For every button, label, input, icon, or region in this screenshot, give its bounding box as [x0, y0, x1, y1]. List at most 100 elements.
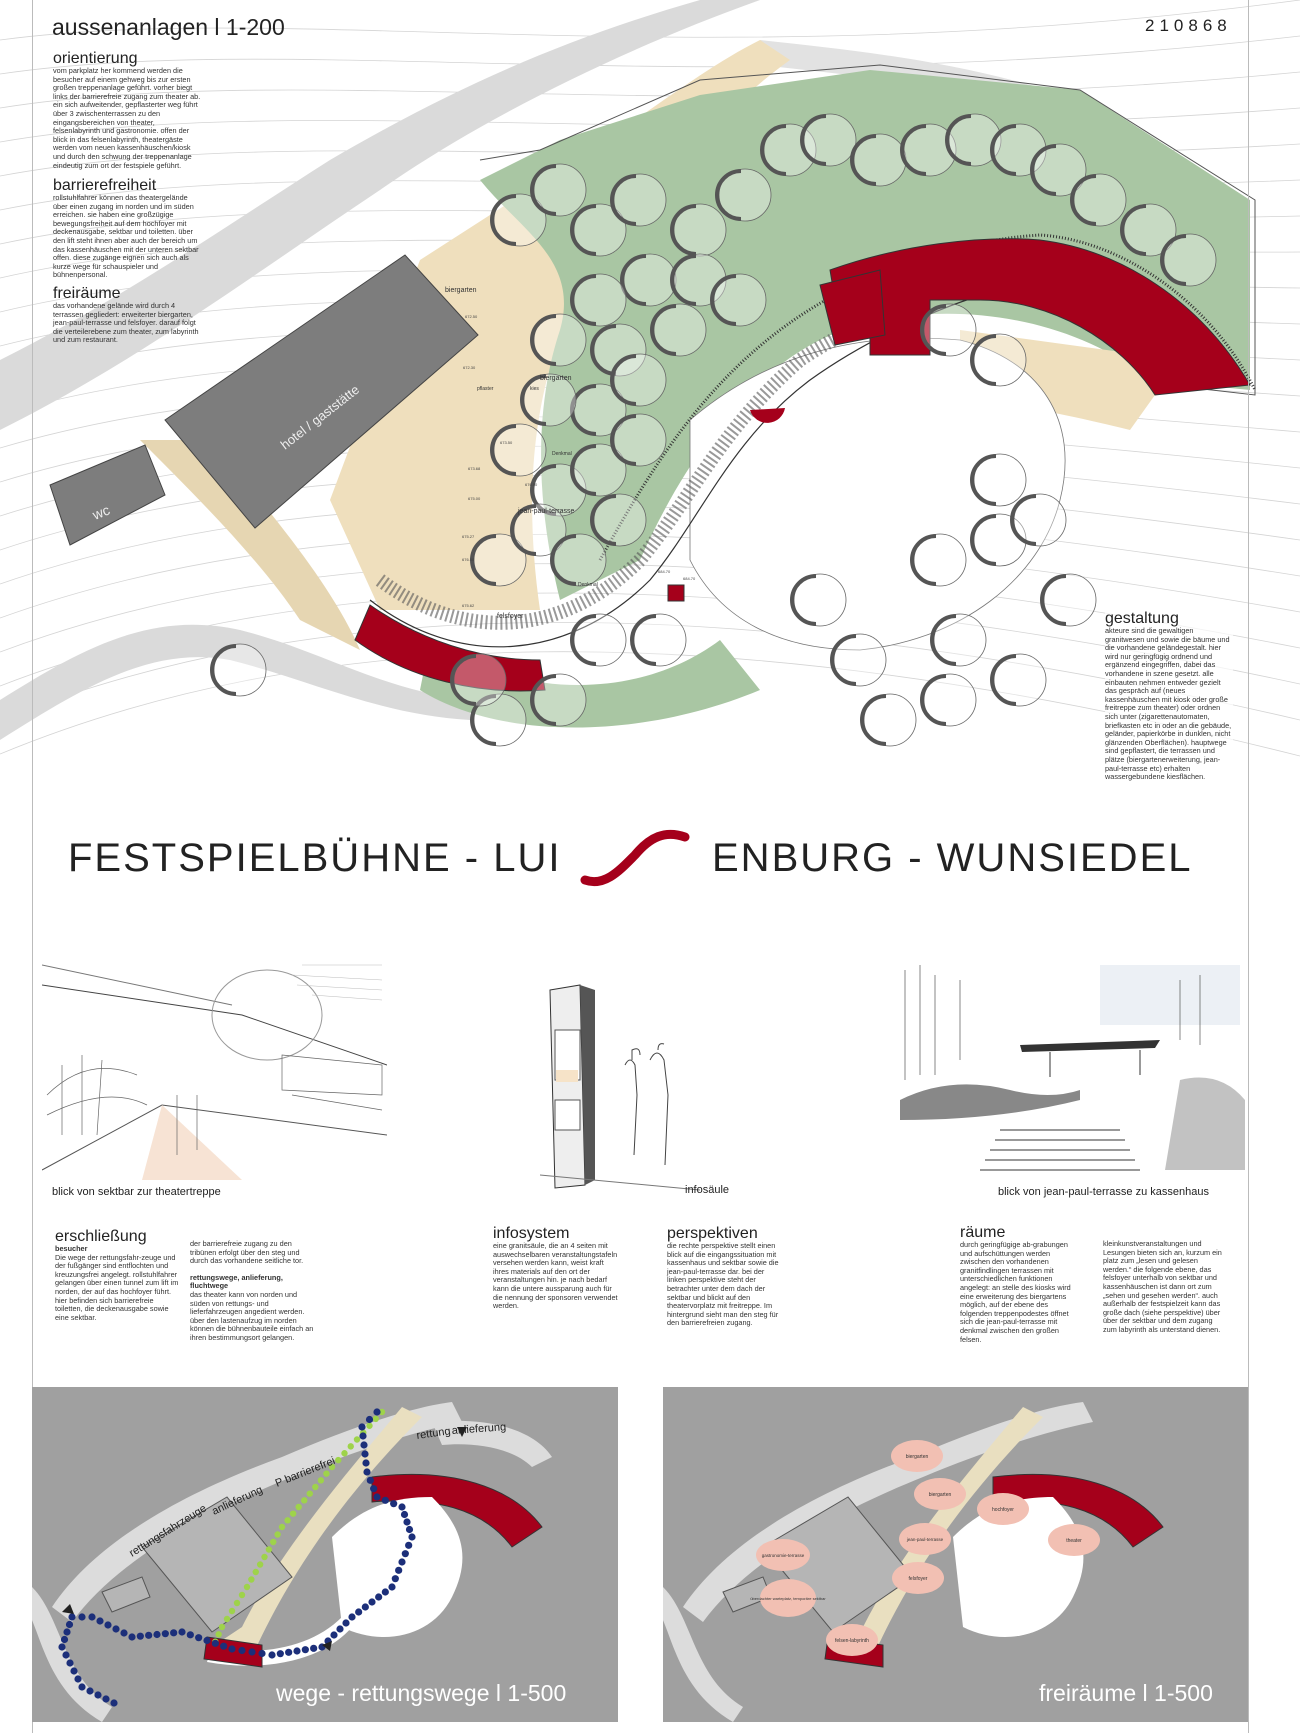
- route-dot: [88, 1613, 96, 1621]
- body: eine granitsäule, die an 4 seiten mit au…: [493, 1241, 618, 1311]
- heading: infosystem: [493, 1225, 570, 1242]
- contour-line: [0, 533, 1300, 619]
- route-dot: [243, 1583, 251, 1591]
- route-dot: [256, 1561, 264, 1568]
- section-raeume: räume durch geringfügige ab-grabungen un…: [960, 1224, 1080, 1344]
- elevation: 675.27: [462, 534, 475, 539]
- elevation: 675.00: [468, 496, 481, 501]
- svg-text:felsen-labyrinth: felsen-labyrinth: [835, 1638, 869, 1644]
- plan-freiraeume-label: freiräume l 1-500: [1039, 1680, 1213, 1706]
- tree-shadow-icon: [910, 534, 937, 586]
- lower-green: [420, 640, 760, 728]
- tree-shadow-icon: [650, 304, 677, 356]
- route-dot: [336, 1625, 344, 1633]
- route-dot: [365, 1415, 374, 1424]
- biergarten-label-1: biergarten: [445, 287, 477, 294]
- tree-shadow-icon: [1030, 144, 1057, 196]
- route-dot: [104, 1621, 112, 1629]
- road-label: rettung: [416, 1425, 452, 1442]
- route-dot: [360, 1441, 368, 1449]
- section-erschliessung-col2: der barrierefreie zugang zu den tribünen…: [190, 1239, 315, 1343]
- tree-shadow-icon: [610, 414, 637, 466]
- svg-text:felsfoyer: felsfoyer: [909, 1576, 928, 1582]
- route-dot: [353, 1436, 361, 1443]
- tree-shadow-icon: [1010, 494, 1037, 546]
- route-dot: [161, 1630, 169, 1638]
- route-dot: [120, 1629, 128, 1637]
- wc-label: wc: [89, 502, 112, 524]
- heading: erschließung: [55, 1228, 147, 1245]
- green-area: [480, 70, 1250, 600]
- denkmal-label-2: Denkmal: [578, 582, 598, 588]
- route-dot: [363, 1468, 371, 1476]
- frame-line-right: [1248, 0, 1249, 1733]
- route-dot: [366, 1476, 374, 1484]
- tree-shadow-icon: [970, 334, 997, 386]
- text-barrierefreiheit: barrierefreiheit rollstuhlfahrer können …: [53, 177, 203, 280]
- tree-shadow-icon: [510, 504, 537, 556]
- svg-text:theater: theater: [1066, 1538, 1082, 1544]
- svg-text:hochfoyer: hochfoyer: [992, 1507, 1014, 1513]
- bubble: gastronomie-terrasse: [756, 1539, 810, 1571]
- route-dot: [228, 1645, 236, 1653]
- body: das theater kann von norden und süden vo…: [190, 1289, 314, 1342]
- route-dot: [223, 1615, 231, 1623]
- route-dot: [112, 1625, 120, 1633]
- caption-left: blick von sektbar zur theatertreppe: [52, 1186, 221, 1198]
- route-dot: [218, 1623, 226, 1631]
- route-dot: [390, 1500, 398, 1508]
- route-dot: [215, 1631, 222, 1638]
- tree-shadow-icon: [490, 194, 517, 246]
- route-dot: [74, 1675, 82, 1683]
- route-dot: [362, 1459, 370, 1467]
- elevation: 672.50: [465, 314, 478, 319]
- tree-shadow-icon: [945, 114, 972, 166]
- route-dot: [381, 1496, 389, 1504]
- tree-shadow-icon: [990, 124, 1017, 176]
- svg-text:überdachter warteplatz, tempor: überdachter warteplatz, temporäre sektba…: [750, 1596, 826, 1601]
- tree-shadow-icon: [800, 114, 827, 166]
- route-dot: [388, 1583, 396, 1591]
- theater-floor: [689, 337, 1066, 651]
- route-dot: [366, 1422, 373, 1429]
- red-half-disc: [750, 408, 785, 423]
- route-dot: [398, 1503, 406, 1511]
- route-dot: [358, 1423, 366, 1431]
- contour-line: [0, 651, 1300, 757]
- tree-shadow-icon: [470, 534, 497, 586]
- route-dot: [328, 1463, 336, 1471]
- route-dot: [62, 1651, 70, 1659]
- contour-line: [0, 563, 1300, 653]
- bubble: biergarten: [914, 1478, 966, 1510]
- kies-label: kies: [530, 386, 539, 392]
- route-dot: [405, 1525, 414, 1534]
- bubble: jean-paul-terrasse: [899, 1523, 951, 1555]
- route-dot: [248, 1648, 256, 1656]
- plan-wege-label: wege - rettungswege l 1-500: [276, 1680, 567, 1706]
- route-dot: [60, 1635, 69, 1644]
- text-orientierung: orientierung vom parkplatz her kommend w…: [53, 50, 203, 170]
- project-number: 210868: [1145, 16, 1232, 35]
- heading: orientierung: [53, 50, 138, 67]
- route-dot: [405, 1541, 413, 1549]
- route-dot: [317, 1477, 325, 1484]
- heading: barrierefreiheit: [53, 177, 157, 194]
- road-label: anlieferung: [451, 1421, 506, 1437]
- route-dot: [195, 1634, 203, 1642]
- tree-shadow-icon: [590, 324, 617, 376]
- route-dot: [276, 1650, 284, 1658]
- hochfoyer-red: [819, 269, 886, 346]
- route-dot: [301, 1497, 308, 1504]
- tree-shadow-icon: [1120, 204, 1147, 256]
- tree-shadow-icon: [570, 274, 597, 326]
- route-dot: [330, 1631, 338, 1639]
- plan-wege-drawing: rettungsfahrzeuge anlieferung P barriere…: [32, 1402, 552, 1722]
- route-dot: [78, 1613, 86, 1621]
- route-dot: [145, 1631, 153, 1639]
- bubble: hochfoyer: [977, 1493, 1029, 1525]
- route-dot: [228, 1607, 236, 1615]
- route-dot: [284, 1517, 291, 1524]
- route-dot: [310, 1644, 318, 1652]
- bubble: felsen-labyrinth: [826, 1624, 878, 1656]
